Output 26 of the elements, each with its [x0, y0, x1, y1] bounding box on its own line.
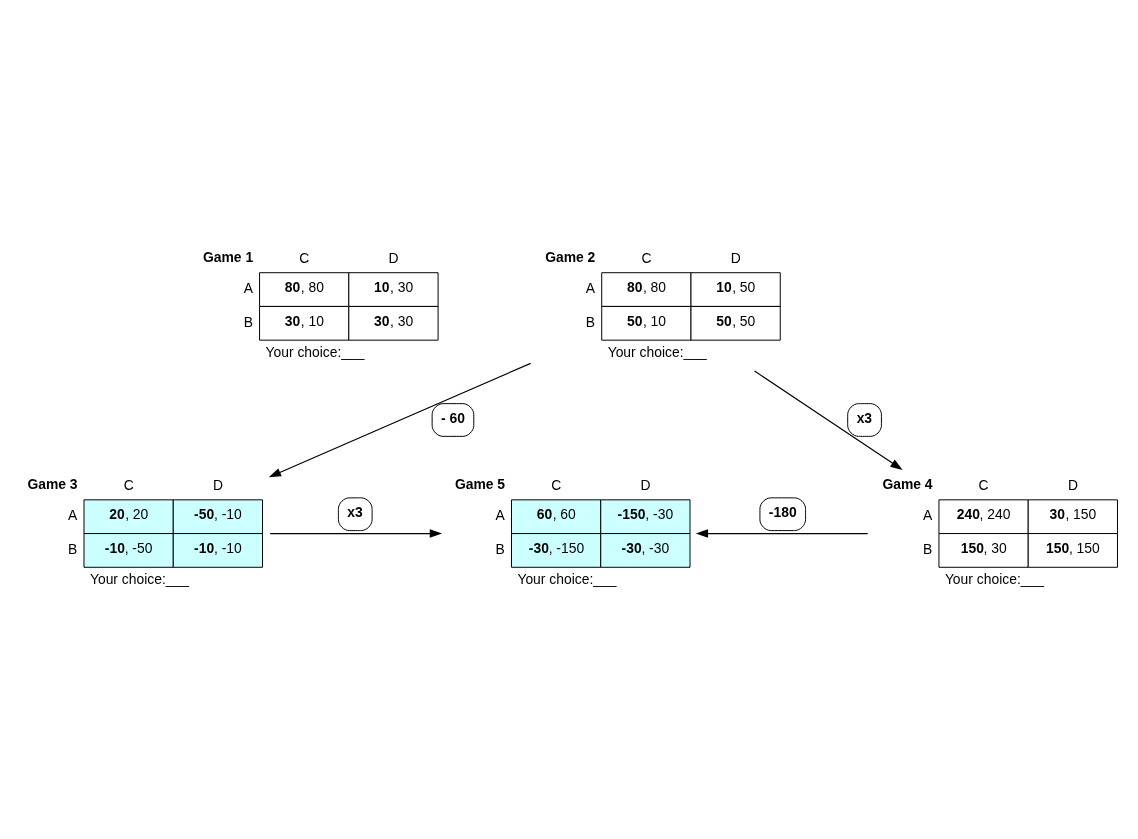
- edge-label: x3: [856, 409, 873, 426]
- node-label: Your choice:___: [265, 343, 365, 360]
- node-label: C: [978, 476, 989, 493]
- node-label: D: [1067, 476, 1078, 493]
- node-label: A: [923, 506, 933, 523]
- node-label: Game 5: [454, 475, 506, 492]
- edge-label: - 60: [441, 409, 465, 426]
- node-label: D: [212, 476, 223, 493]
- node-label: Your choice:___: [944, 570, 1044, 587]
- node-label: Game 4: [882, 475, 933, 492]
- node-label: Your choice:___: [89, 570, 189, 587]
- node-label: B: [68, 540, 78, 557]
- node-text: Game 2 C D A 80, 80 10, 50 B 50, 10 50, 50: [545, 248, 756, 330]
- node-label: Your choice:___: [607, 343, 707, 360]
- node-label: D: [640, 476, 651, 493]
- node-label: C: [551, 476, 562, 493]
- node-label: Game 3: [27, 475, 78, 492]
- node-label: A: [68, 506, 78, 523]
- node-text: Game 1 C D A 80, 80 10, 30 B 30, 10 30, 30: [203, 248, 414, 330]
- node-label: B: [495, 540, 505, 557]
- node-label: C: [123, 476, 134, 493]
- edge-label: -180: [768, 503, 797, 520]
- node-label: Your choice:___: [517, 570, 617, 587]
- node-label: A: [495, 506, 505, 523]
- edge-label: x3: [347, 503, 363, 520]
- node-label: B: [923, 540, 933, 557]
